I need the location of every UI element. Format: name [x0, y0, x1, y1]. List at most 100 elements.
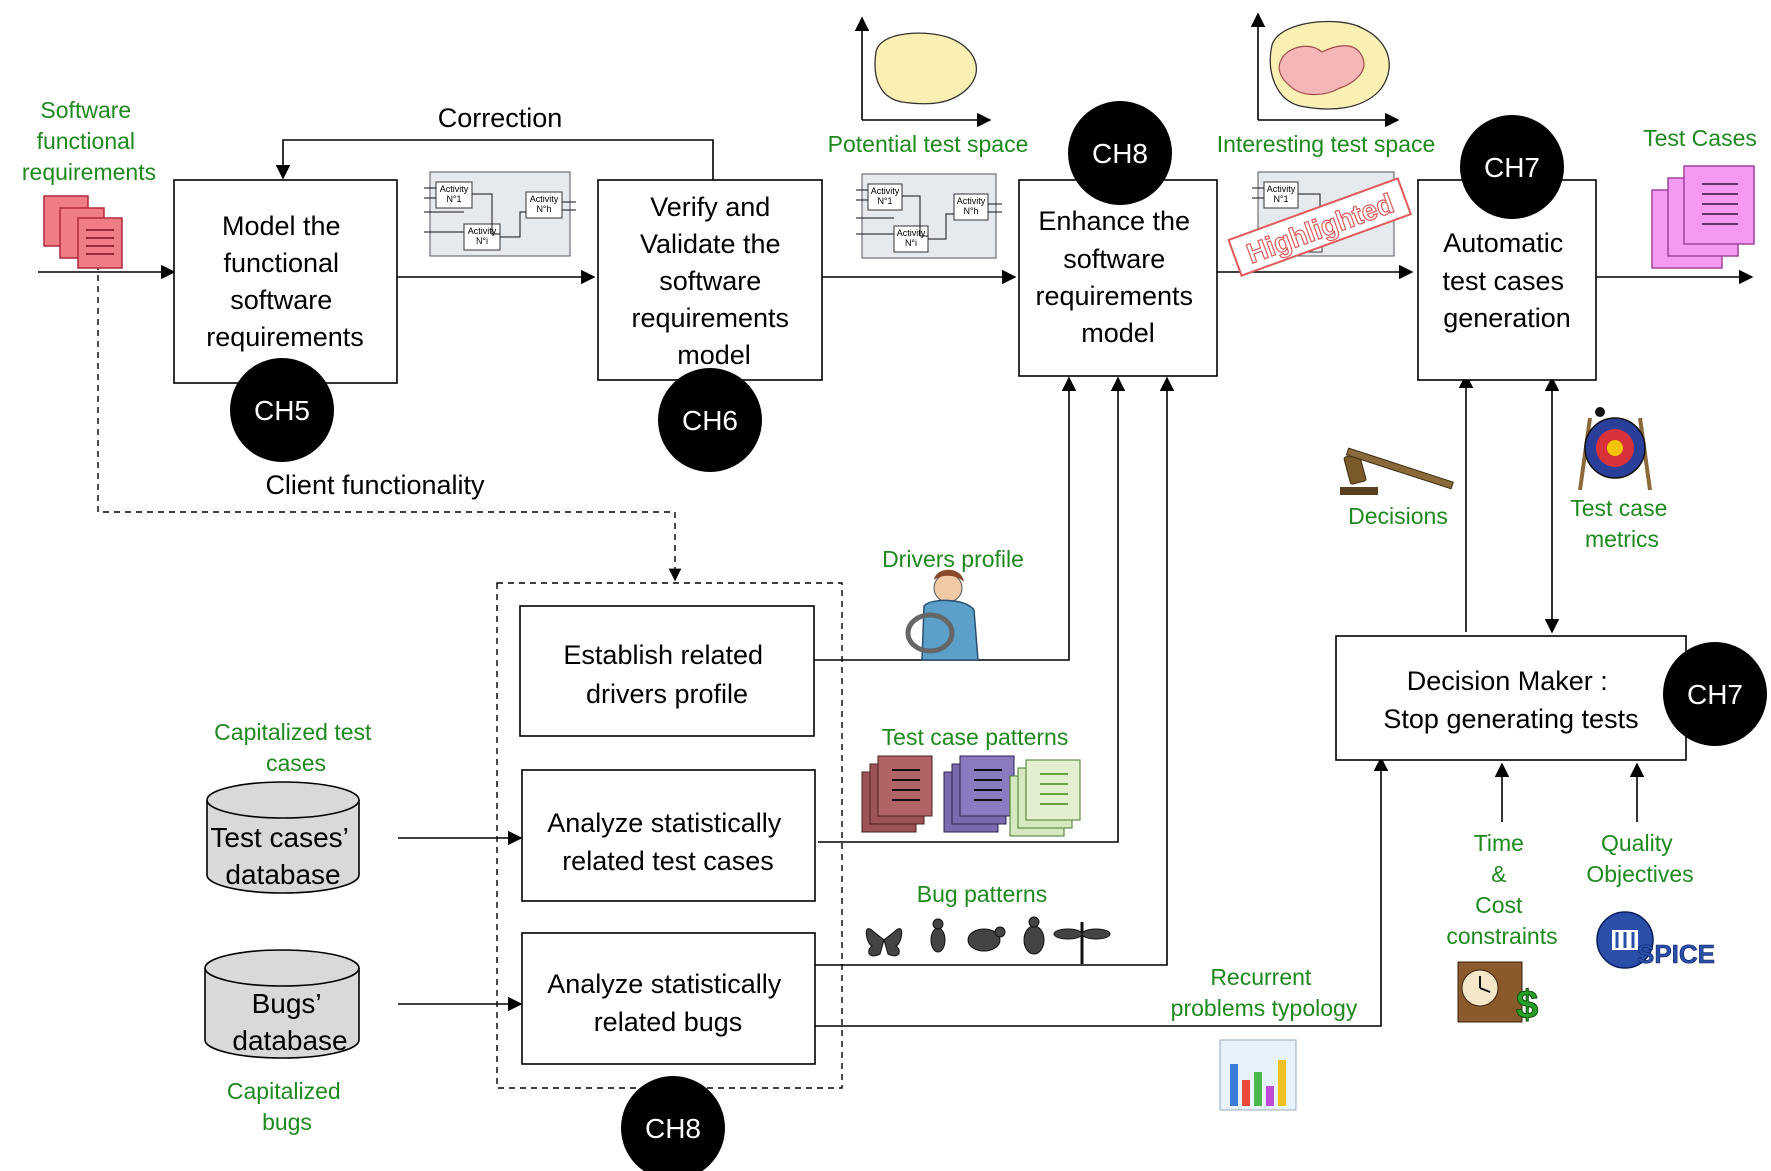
activity-model-thumbnail-icon: Activity N°1 Activity N°h Activity N°i	[424, 171, 576, 257]
time-cost-line: Cost	[1475, 892, 1523, 918]
activity-block-line: Activity	[468, 226, 497, 236]
target-icon	[1578, 407, 1652, 491]
test-cases-database-label: Test cases’ database	[210, 822, 355, 890]
badge-ch7-top-label: CH7	[1484, 152, 1540, 183]
badge-ch5: CH5	[230, 358, 334, 462]
process-generate-line: test cases	[1442, 266, 1564, 296]
badge-ch7-decision-label: CH7	[1687, 679, 1743, 710]
process-decision-label: Decision Maker : Stop generating tests	[1383, 666, 1638, 734]
activity-block-line: Activity	[1267, 184, 1296, 194]
arrow-testpatterns-to-enhance	[818, 376, 1126, 843]
time-cost-label: Time & Cost constraints	[1446, 830, 1557, 949]
process-decision: Decision Maker : Stop generating tests	[1335, 635, 1687, 761]
process-analyze-tests-label: Analyze statistically related test cases	[547, 808, 789, 876]
process-establish-label: Establish related drivers profile	[563, 640, 770, 709]
badge-ch5-label: CH5	[254, 395, 310, 426]
activity-model-thumbnail-icon: Activity N°1 Activity N°h Activity N°i	[856, 173, 1002, 259]
activity-block-line: N°i	[905, 238, 917, 248]
badge-ch6: CH6	[658, 368, 762, 472]
capitalized-bugs-line: Capitalized	[227, 1078, 341, 1104]
test-cases-database-line: Test cases’	[210, 822, 347, 853]
process-analyze-tests-line: Analyze statistically	[547, 808, 782, 838]
bugs-database-label: Bugs’ database	[232, 988, 347, 1056]
process-enhance: Enhance the software requirements model	[1018, 179, 1218, 377]
process-generate-line: generation	[1443, 303, 1571, 333]
recurrent-problems-line: Recurrent	[1210, 964, 1312, 990]
software-functional-requirements-line: functional	[37, 128, 135, 154]
requirements-document-icon	[43, 195, 123, 269]
process-verify-label: Verify and Validate the software require…	[631, 192, 796, 370]
process-analyze-bugs-line: related bugs	[594, 1007, 743, 1037]
software-functional-requirements-line: requirements	[22, 159, 156, 185]
activity-block-line: N°i	[476, 236, 488, 246]
process-enhance-line: Enhance the	[1038, 206, 1190, 236]
spice-logo-icon: SPICE	[1596, 911, 1715, 969]
process-verify: Verify and Validate the software require…	[597, 179, 823, 381]
bug-patterns-icon	[865, 916, 1111, 964]
test-cases-database-line: database	[225, 859, 340, 890]
potential-test-space-label: Potential test space	[828, 131, 1029, 157]
process-model-line: software	[230, 285, 332, 315]
process-verify-line: Validate the	[640, 229, 781, 259]
time-cost-line: &	[1491, 861, 1506, 887]
activity-block-line: N°h	[536, 204, 551, 214]
capitalized-bugs-line: bugs	[262, 1109, 312, 1135]
time-cost-line: Time	[1474, 830, 1524, 856]
activity-block-line: Activity	[871, 186, 900, 196]
process-enhance-line: requirements	[1035, 281, 1193, 311]
process-generate-line: Automatic	[1443, 228, 1563, 258]
test-case-patterns-label: Test case patterns	[882, 724, 1069, 750]
interesting-test-space-plot-icon	[1250, 12, 1400, 128]
process-decision-line: Stop generating tests	[1383, 704, 1638, 734]
test-case-metrics-label: Test case metrics	[1570, 495, 1674, 552]
quality-objectives-line: Objectives	[1586, 861, 1693, 887]
bugs-database-line: Bugs’	[252, 988, 321, 1019]
process-verify-line: model	[677, 340, 751, 370]
badge-ch6-label: CH6	[682, 405, 738, 436]
process-decision-line: Decision Maker :	[1407, 666, 1608, 696]
test-case-metrics-line: metrics	[1585, 526, 1659, 552]
dollar-glyph: $	[1516, 983, 1538, 1027]
bar-chart-icon	[1219, 1039, 1297, 1111]
process-model: Model the functional software requiremen…	[173, 179, 398, 384]
activity-block-line: Activity	[530, 194, 559, 204]
arrow-client-functionality	[97, 242, 682, 582]
process-model-line: requirements	[206, 322, 364, 352]
driver-icon	[905, 569, 979, 661]
bug-patterns-label: Bug patterns	[917, 881, 1047, 907]
recurrent-problems-label: Recurrent problems typology	[1171, 964, 1358, 1021]
process-verify-line: software	[659, 266, 761, 296]
interesting-test-space-label: Interesting test space	[1217, 131, 1436, 157]
software-functional-requirements-line: Software	[40, 97, 131, 123]
process-establish-line: Establish related	[563, 640, 763, 670]
test-cases-document-icon	[1651, 165, 1755, 269]
arrow-correction-loop	[275, 139, 714, 180]
badge-ch8-top: CH8	[1068, 101, 1172, 205]
activity-block-line: N°1	[877, 196, 892, 206]
process-analyze-bugs-label: Analyze statistically related bugs	[547, 969, 789, 1037]
process-enhance-line: model	[1081, 318, 1155, 348]
capitalized-test-cases-line: Capitalized test	[214, 719, 372, 745]
test-case-metrics-line: Test case	[1570, 495, 1667, 521]
badge-ch8-bottom: CH8	[621, 1076, 725, 1171]
badge-ch8-top-label: CH8	[1092, 138, 1148, 169]
process-verify-line: Verify and	[650, 192, 770, 222]
connectors	[38, 139, 1754, 1027]
capitalized-test-cases-line: cases	[266, 750, 326, 776]
activity-block-line: N°1	[1273, 194, 1288, 204]
activity-block-line: N°h	[963, 206, 978, 216]
capitalized-bugs-label: Capitalized bugs	[227, 1078, 347, 1135]
correction-label: Correction	[438, 103, 563, 133]
client-functionality-label: Client functionality	[265, 470, 485, 500]
clock-money-icon: $	[1457, 961, 1539, 1028]
activity-block-line: Activity	[957, 196, 986, 206]
process-enhance-line: software	[1063, 244, 1165, 274]
arrow-drivers-to-enhance	[813, 376, 1077, 661]
process-model-line: functional	[223, 248, 339, 278]
process-model-line: Model the	[222, 211, 341, 241]
process-analyze-tests-line: related test cases	[562, 846, 774, 876]
bugs-database: Bugs’ database	[204, 949, 360, 1059]
capitalized-test-cases-label: Capitalized test cases	[214, 719, 378, 776]
software-functional-requirements-label: Software functional requirements	[22, 97, 156, 185]
